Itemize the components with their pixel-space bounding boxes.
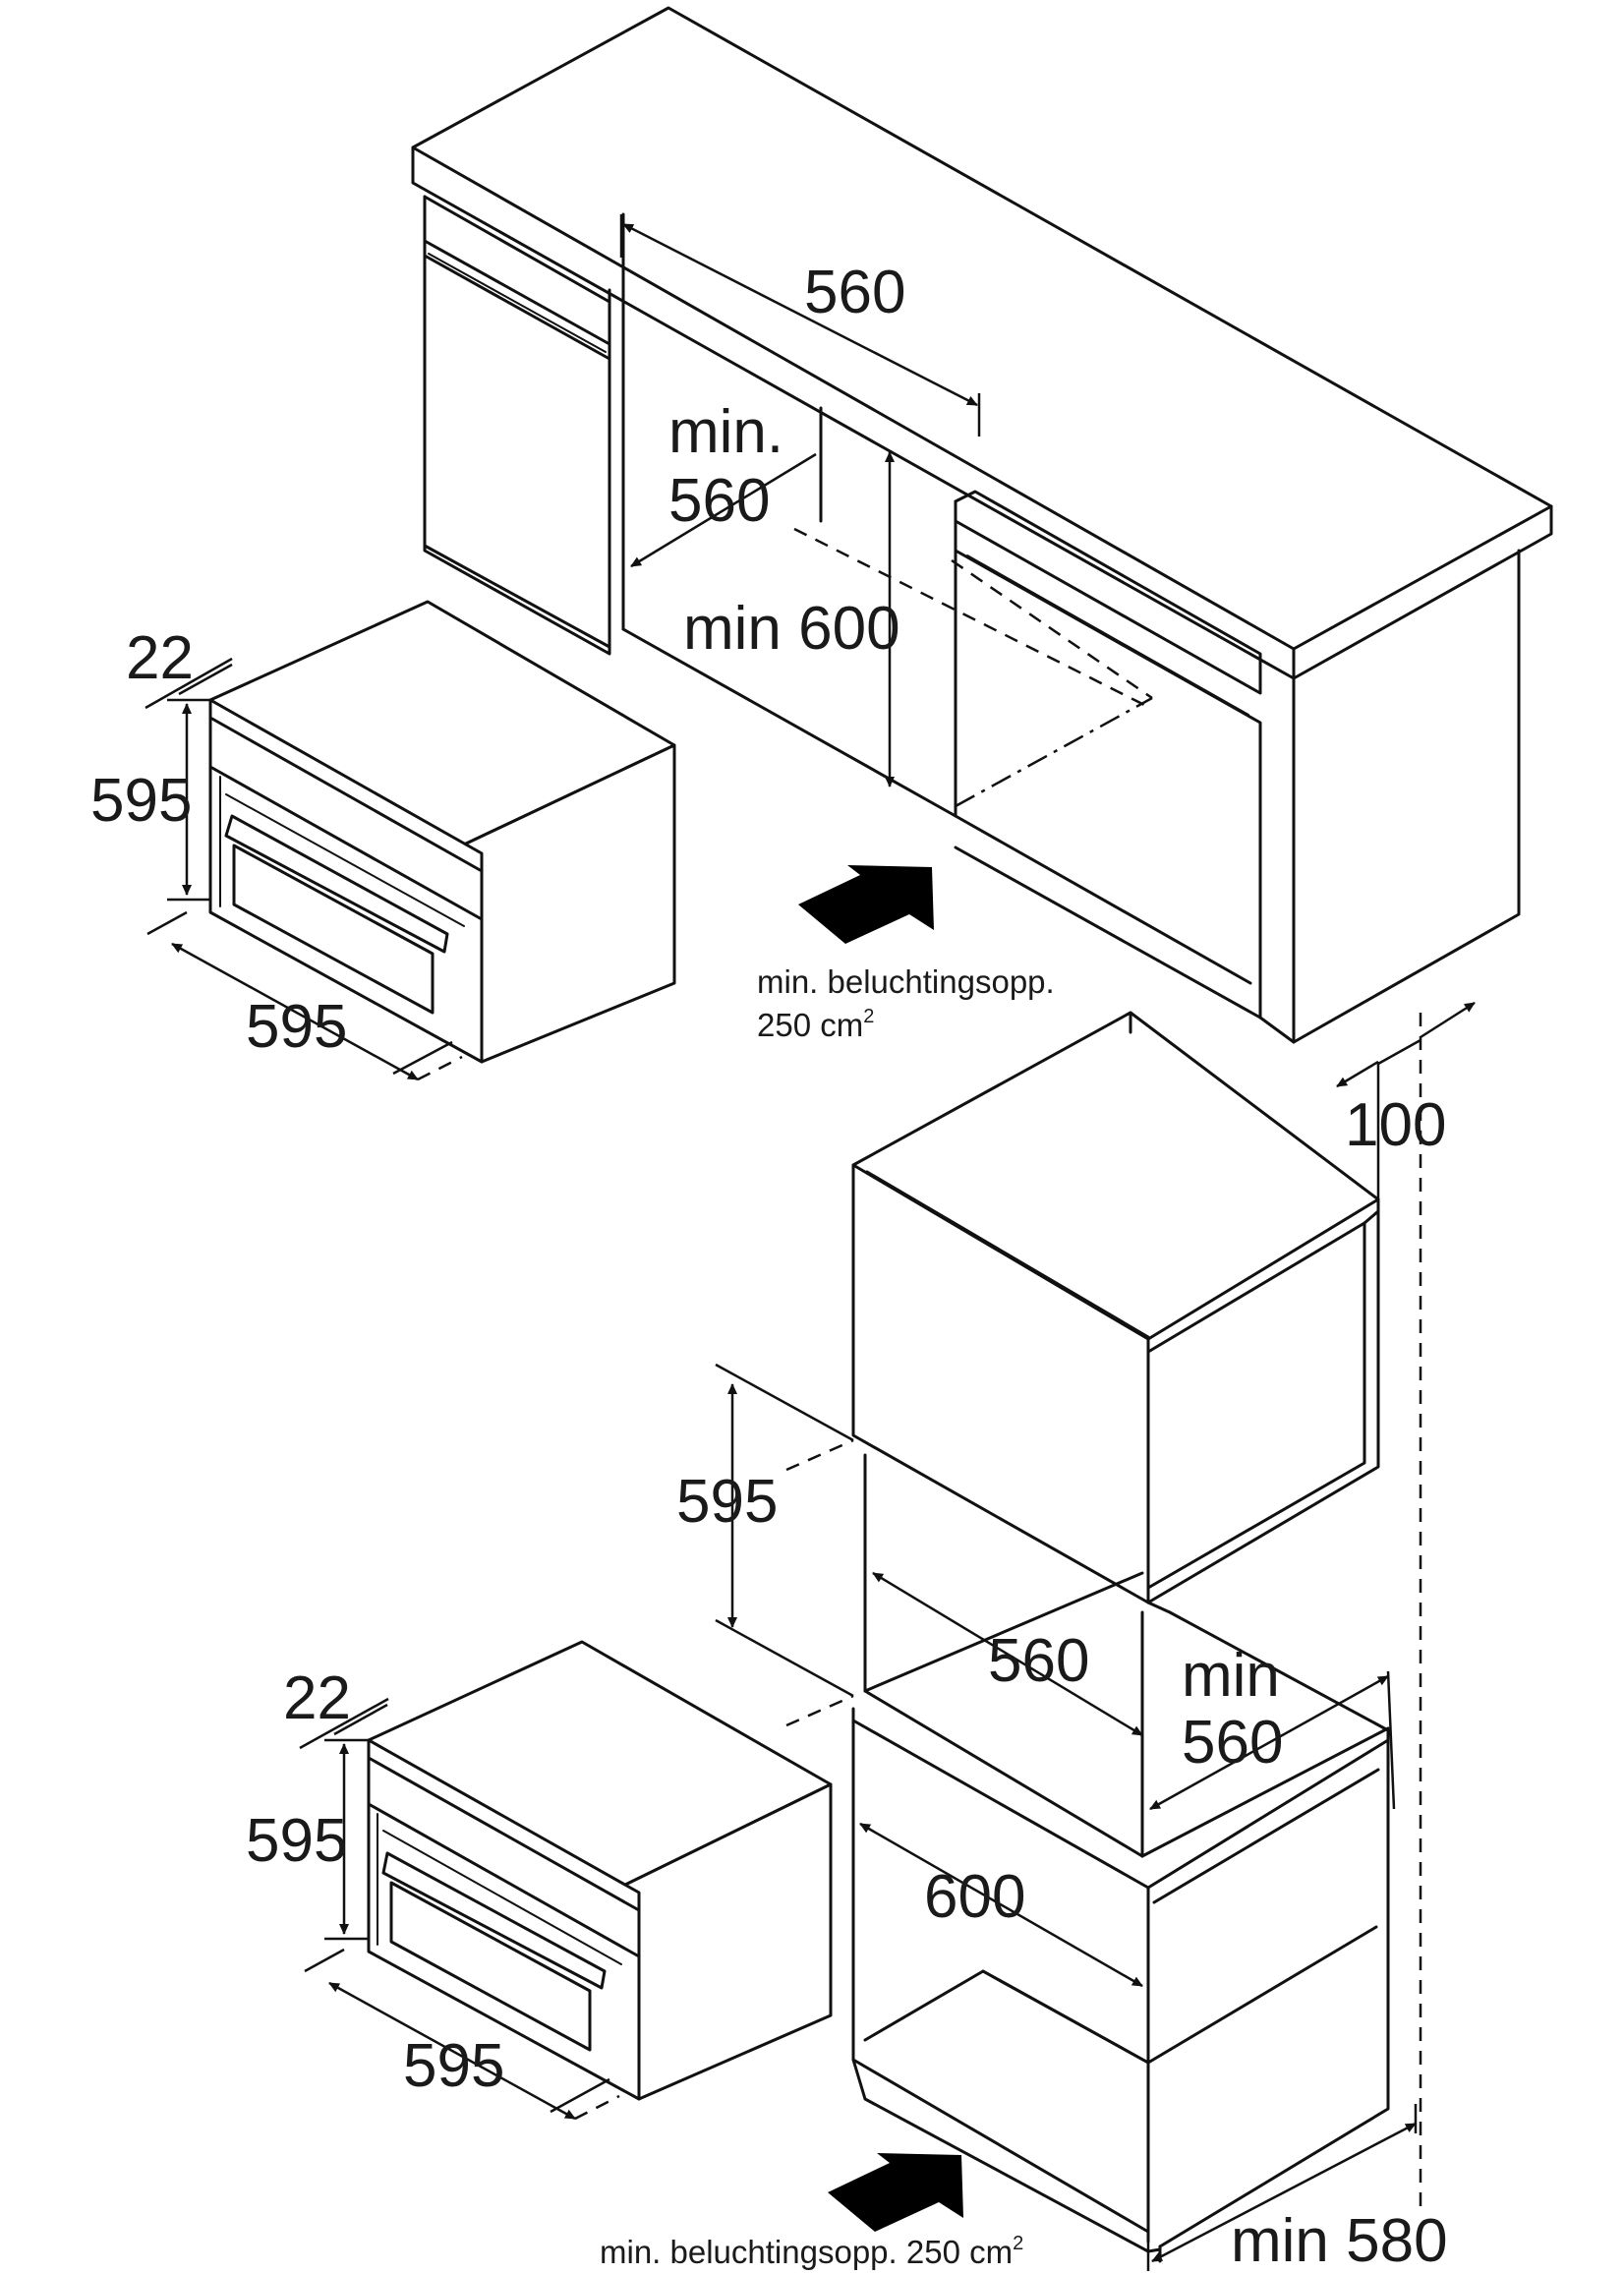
- upper-cabinet-assembly: [411, 6, 1553, 1044]
- upper-oven-width-label: 595: [246, 993, 347, 1061]
- upper-niche-width-label: 560: [804, 259, 905, 326]
- left-base-cabinet: [423, 195, 611, 656]
- upper-height-label: min 600: [683, 595, 900, 663]
- upper-depth-label-line2: 560: [668, 467, 770, 535]
- upper-ventilation-line2: 250 cm2: [757, 1006, 874, 1043]
- lower-oven-height-label: 595: [246, 1807, 347, 1875]
- upper-oven-dimensions: 22 595 595: [90, 624, 463, 1081]
- lower-depth-label-line2: 560: [1182, 1709, 1283, 1777]
- lower-oven-depth-label: 22: [283, 1664, 351, 1732]
- cabinet-depth-dimension: min 580: [1146, 2104, 1448, 2274]
- lower-niche-height-dimension: 595: [676, 1363, 854, 1727]
- cabinet-depth-label: min 580: [1231, 2207, 1448, 2274]
- upper-airflow-arrow: [798, 865, 934, 944]
- lower-ventilation: min. beluchtingsopp. 250 cm2: [600, 2153, 1023, 2270]
- tall-cabinet-assembly: [851, 1011, 1390, 2263]
- lower-niche-height-label: 595: [676, 1468, 778, 1536]
- upper-width-dimension: 560: [619, 214, 981, 437]
- lower-oven-dimensions: 22 595 595: [246, 1664, 620, 2121]
- upper-depth-label-line1: min.: [668, 398, 783, 466]
- cabinet-width-dimension: 600: [859, 1822, 1143, 1988]
- lower-ventilation-sup: 2: [1013, 2233, 1023, 2254]
- upper-oven-height-label: 595: [90, 767, 192, 835]
- lower-niche-depth-dimension: min 560: [1149, 1642, 1396, 1811]
- lower-airflow-arrow: [828, 2153, 963, 2232]
- upper-ventilation-line1: min. beluchtingsopp.: [757, 963, 1055, 1000]
- lower-oven: [367, 1640, 833, 2101]
- lower-ventilation-text: min. beluchtingsopp. 250 cm2: [600, 2233, 1023, 2270]
- lower-niche-width-dimension: 560: [872, 1571, 1143, 1737]
- upper-oven-depth-label: 22: [126, 624, 194, 692]
- lower-depth-label-line1: min: [1182, 1642, 1280, 1710]
- upper-height-dimension: min 600: [683, 451, 900, 787]
- upper-ventilation: min. beluchtingsopp. 250 cm2: [757, 865, 1055, 1043]
- cabinet-width-label: 600: [924, 1863, 1025, 1931]
- rear-gap-label: 100: [1345, 1091, 1446, 1159]
- rear-gap-dimension: 100: [1336, 1001, 1476, 2212]
- lower-oven-width-label: 595: [403, 2032, 504, 2100]
- right-base-cabinet: [954, 490, 1521, 1044]
- upper-ventilation-sup: 2: [863, 1006, 874, 1027]
- upper-depth-dimension: min. 560: [630, 398, 817, 568]
- lower-niche-width-label: 560: [988, 1627, 1089, 1695]
